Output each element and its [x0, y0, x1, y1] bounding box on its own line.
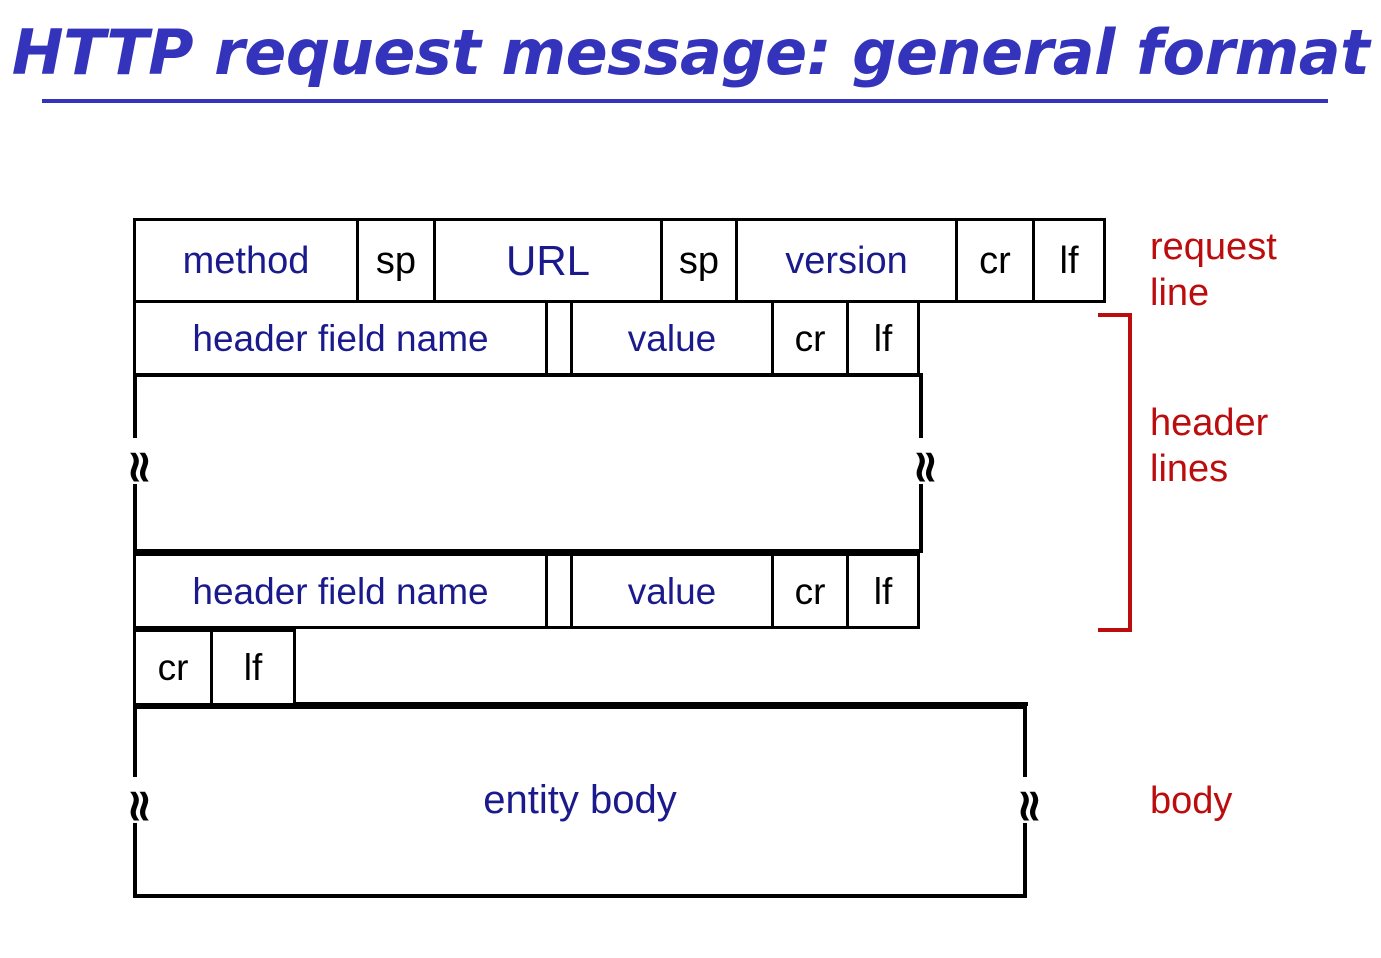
cell-cr-header-1: cr	[771, 300, 849, 376]
continuation-box-top	[133, 373, 923, 377]
cell-cr-header-2: cr	[771, 553, 849, 629]
cell-header-value-1: value	[570, 300, 774, 376]
cell-cr-blank-line: cr	[133, 629, 213, 706]
entity-body-box-bottom	[133, 894, 1027, 898]
cell-sp-2: sp	[660, 218, 738, 303]
continuation-box-bottom	[133, 549, 923, 553]
cell-header-field-name-1: header field name	[133, 300, 548, 376]
blank-line-trailing-rule	[293, 702, 1028, 706]
cell-version: version	[735, 218, 958, 303]
cell-lf-header-1: lf	[846, 300, 920, 376]
break-marker-left-headers: ≈	[108, 438, 168, 484]
cell-cr-request-line: cr	[955, 218, 1035, 303]
cell-entity-body: entity body	[137, 770, 1023, 830]
title-underline	[42, 99, 1328, 103]
entity-body-box-top	[133, 705, 1027, 709]
cell-lf-header-2: lf	[846, 553, 920, 629]
annotation-request-line: request line	[1150, 226, 1277, 315]
page-title: HTTP request message: general format	[11, 16, 1370, 89]
annotation-body: body	[1150, 780, 1233, 822]
cell-header-separator-1	[545, 300, 573, 376]
cell-header-separator-2	[545, 553, 573, 629]
annotation-header-lines: header lines	[1150, 402, 1269, 491]
cell-header-field-name-2: header field name	[133, 553, 548, 629]
break-marker-right-headers: ≈	[894, 438, 954, 484]
cell-header-value-2: value	[570, 553, 774, 629]
cell-lf-blank-line: lf	[210, 629, 296, 706]
break-marker-left-body: ≈	[108, 777, 168, 823]
break-marker-right-body: ≈	[998, 777, 1058, 823]
cell-method: method	[133, 218, 359, 303]
cell-sp-1: sp	[356, 218, 436, 303]
cell-lf-request-line: lf	[1032, 218, 1106, 303]
cell-url: URL	[433, 218, 663, 303]
